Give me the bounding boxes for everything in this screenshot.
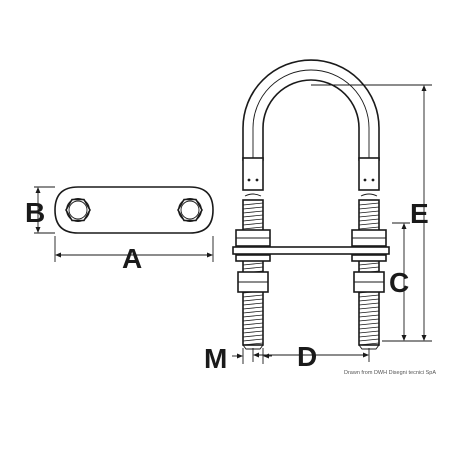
right-washer [351,254,387,262]
left-shank [242,157,264,191]
u-bend [242,59,380,161]
thread-line [358,306,380,310]
thread-line [358,334,380,338]
label-c: C [389,267,409,298]
thread-line [242,334,264,338]
thread-line [358,294,380,298]
label-a: A [122,243,142,274]
thread-line [242,322,264,326]
thread-line [242,314,264,318]
left-nut-top [65,198,91,222]
drawing-credit: Drawn from DWH Disegni tecnici SpA [344,370,436,376]
label-b: B [25,197,45,228]
plate-top-view [54,186,214,234]
backing-plate [54,186,214,234]
thread-line [242,214,264,218]
thread-line [242,326,264,330]
thread-line [358,302,380,306]
thread-line [358,318,380,322]
thread-line [358,214,380,218]
thread-line [358,298,380,302]
thread-line [242,206,264,210]
thread-line [358,218,380,222]
thread-line [242,266,264,270]
thread-line [242,298,264,302]
thread-line [358,314,380,318]
thread-line [242,226,264,230]
thread-line [242,302,264,306]
plate-side [232,246,390,255]
dimension-m: M [204,343,272,374]
thread-line [358,206,380,210]
label-d: D [297,341,317,372]
right-nut-top [177,198,203,222]
dimension-b: B [25,186,55,234]
left-washer [235,254,271,262]
label-m: M [204,343,227,374]
dimension-a: A [54,236,214,274]
dimension-c: C [382,222,410,342]
thread-line [358,262,380,266]
thread-line [242,342,264,346]
thread-line [242,262,264,266]
thread-line [242,222,264,226]
thread-line [242,218,264,222]
thread-line [358,326,380,330]
dimension-d: D [252,341,370,372]
thread-line [242,318,264,322]
thread-line [358,222,380,226]
thread-line [242,338,264,342]
label-e: E [410,198,429,229]
thread-line [242,202,264,206]
right-shank [358,157,380,191]
thread-line [358,202,380,206]
thread-line [358,226,380,230]
thread-line [358,310,380,314]
thread-line [358,266,380,270]
thread-line [242,306,264,310]
thread-line [358,338,380,342]
thread-line [358,342,380,346]
thread-line [242,310,264,314]
thread-line [242,330,264,334]
u-bolt-front-view [232,59,390,350]
thread-line [358,330,380,334]
thread-line [358,322,380,326]
thread-line [358,210,380,214]
thread-line [242,294,264,298]
thread-line [242,210,264,214]
